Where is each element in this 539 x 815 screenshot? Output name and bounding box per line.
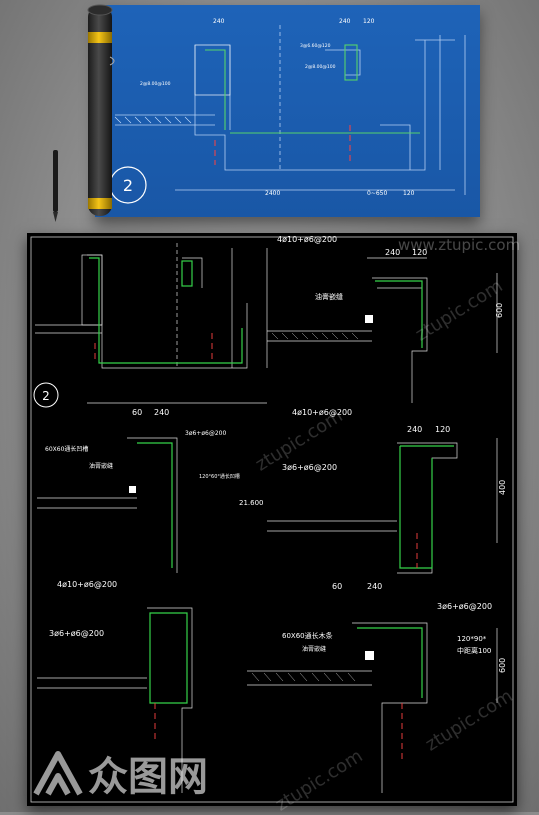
blueprint-dim-top-3: 120 [363,18,375,25]
blueprint-sheet: 2 240 240 120 2400 0~650 120 3@6.60@120 … [95,5,480,217]
blueprint-elev-label-3: 2@8.00@100 [140,81,171,87]
logo-text: 众图网 [88,754,208,800]
detail-d-label: 3ø6+ø6@200 [49,629,104,638]
blueprint-elev-label-1: 3@6.60@120 [300,43,331,49]
detail-a-height: 600 [495,303,504,318]
blueprint-drawing: 2 240 240 120 2400 0~650 120 3@6.60@120 … [109,18,466,204]
detail-c-rebar: 3ø6+ø6@200 [185,430,226,437]
paper-roll [87,4,115,216]
detail-c-dim-2: 240 [154,408,169,417]
detail-a-dim-1: 240 [385,248,400,257]
blueprint-circle-number: 2 [123,176,133,195]
brand-logo: 众图网 [30,742,215,806]
cad-drawing-panel: 2 4ø10+ø6@200 240 120 600 油膏嵌缝 [27,233,517,806]
detail-b-rebar: 4ø10+ø6@200 [292,408,352,417]
detail-e-spacing: 中距离100 [457,646,491,655]
detail-a-rebar: 4ø10+ø6@200 [277,235,337,244]
pen [53,150,58,222]
detail-a-label: 油膏嵌缝 [315,292,343,301]
detail-c-seal: 油膏嵌缝 [89,462,113,470]
detail-b-dim-2: 120 [435,425,450,434]
detail-e-rebar: 3ø6+ø6@200 [437,602,492,611]
detail-c-dim-1: 60 [132,408,142,417]
detail-b-height: 400 [498,480,507,495]
blueprint-elev-label-2: 2@8.00@100 [305,64,336,70]
blueprint-dim-top-2: 240 [339,18,351,25]
panel-circle-number: 2 [42,389,50,403]
detail-e-strip: 60X60通长木条 [282,631,333,640]
detail-e-dim-2: 240 [367,582,382,591]
detail-c-note: 120°60°通长凹槽 [199,473,240,480]
detail-d-rebar: 4ø10+ø6@200 [57,580,117,589]
blueprint-dim-bottom-3: 120 [403,190,415,197]
detail-e-angle: 120*90* [457,635,487,643]
blueprint-dim-bottom-2: 0~650 [367,190,387,197]
blueprint-dim-top-1: 240 [213,18,225,25]
detail-b-label: 3ø6+ø6@200 [282,463,337,472]
detail-c-level: 21.600 [239,499,264,507]
detail-e-height: 600 [498,658,507,673]
detail-c-groove: 60X60通长凹槽 [45,445,88,453]
detail-e-dim-1: 60 [332,582,342,591]
detail-b-dim-1: 240 [407,425,422,434]
blueprint-dim-bottom-1: 2400 [265,190,280,197]
detail-a-dim-2: 120 [412,248,427,257]
detail-e-seal: 油膏嵌缝 [302,645,326,653]
cad-drawing: 2 4ø10+ø6@200 240 120 600 油膏嵌缝 [30,235,514,803]
logo-icon: 众图网 [33,751,208,800]
